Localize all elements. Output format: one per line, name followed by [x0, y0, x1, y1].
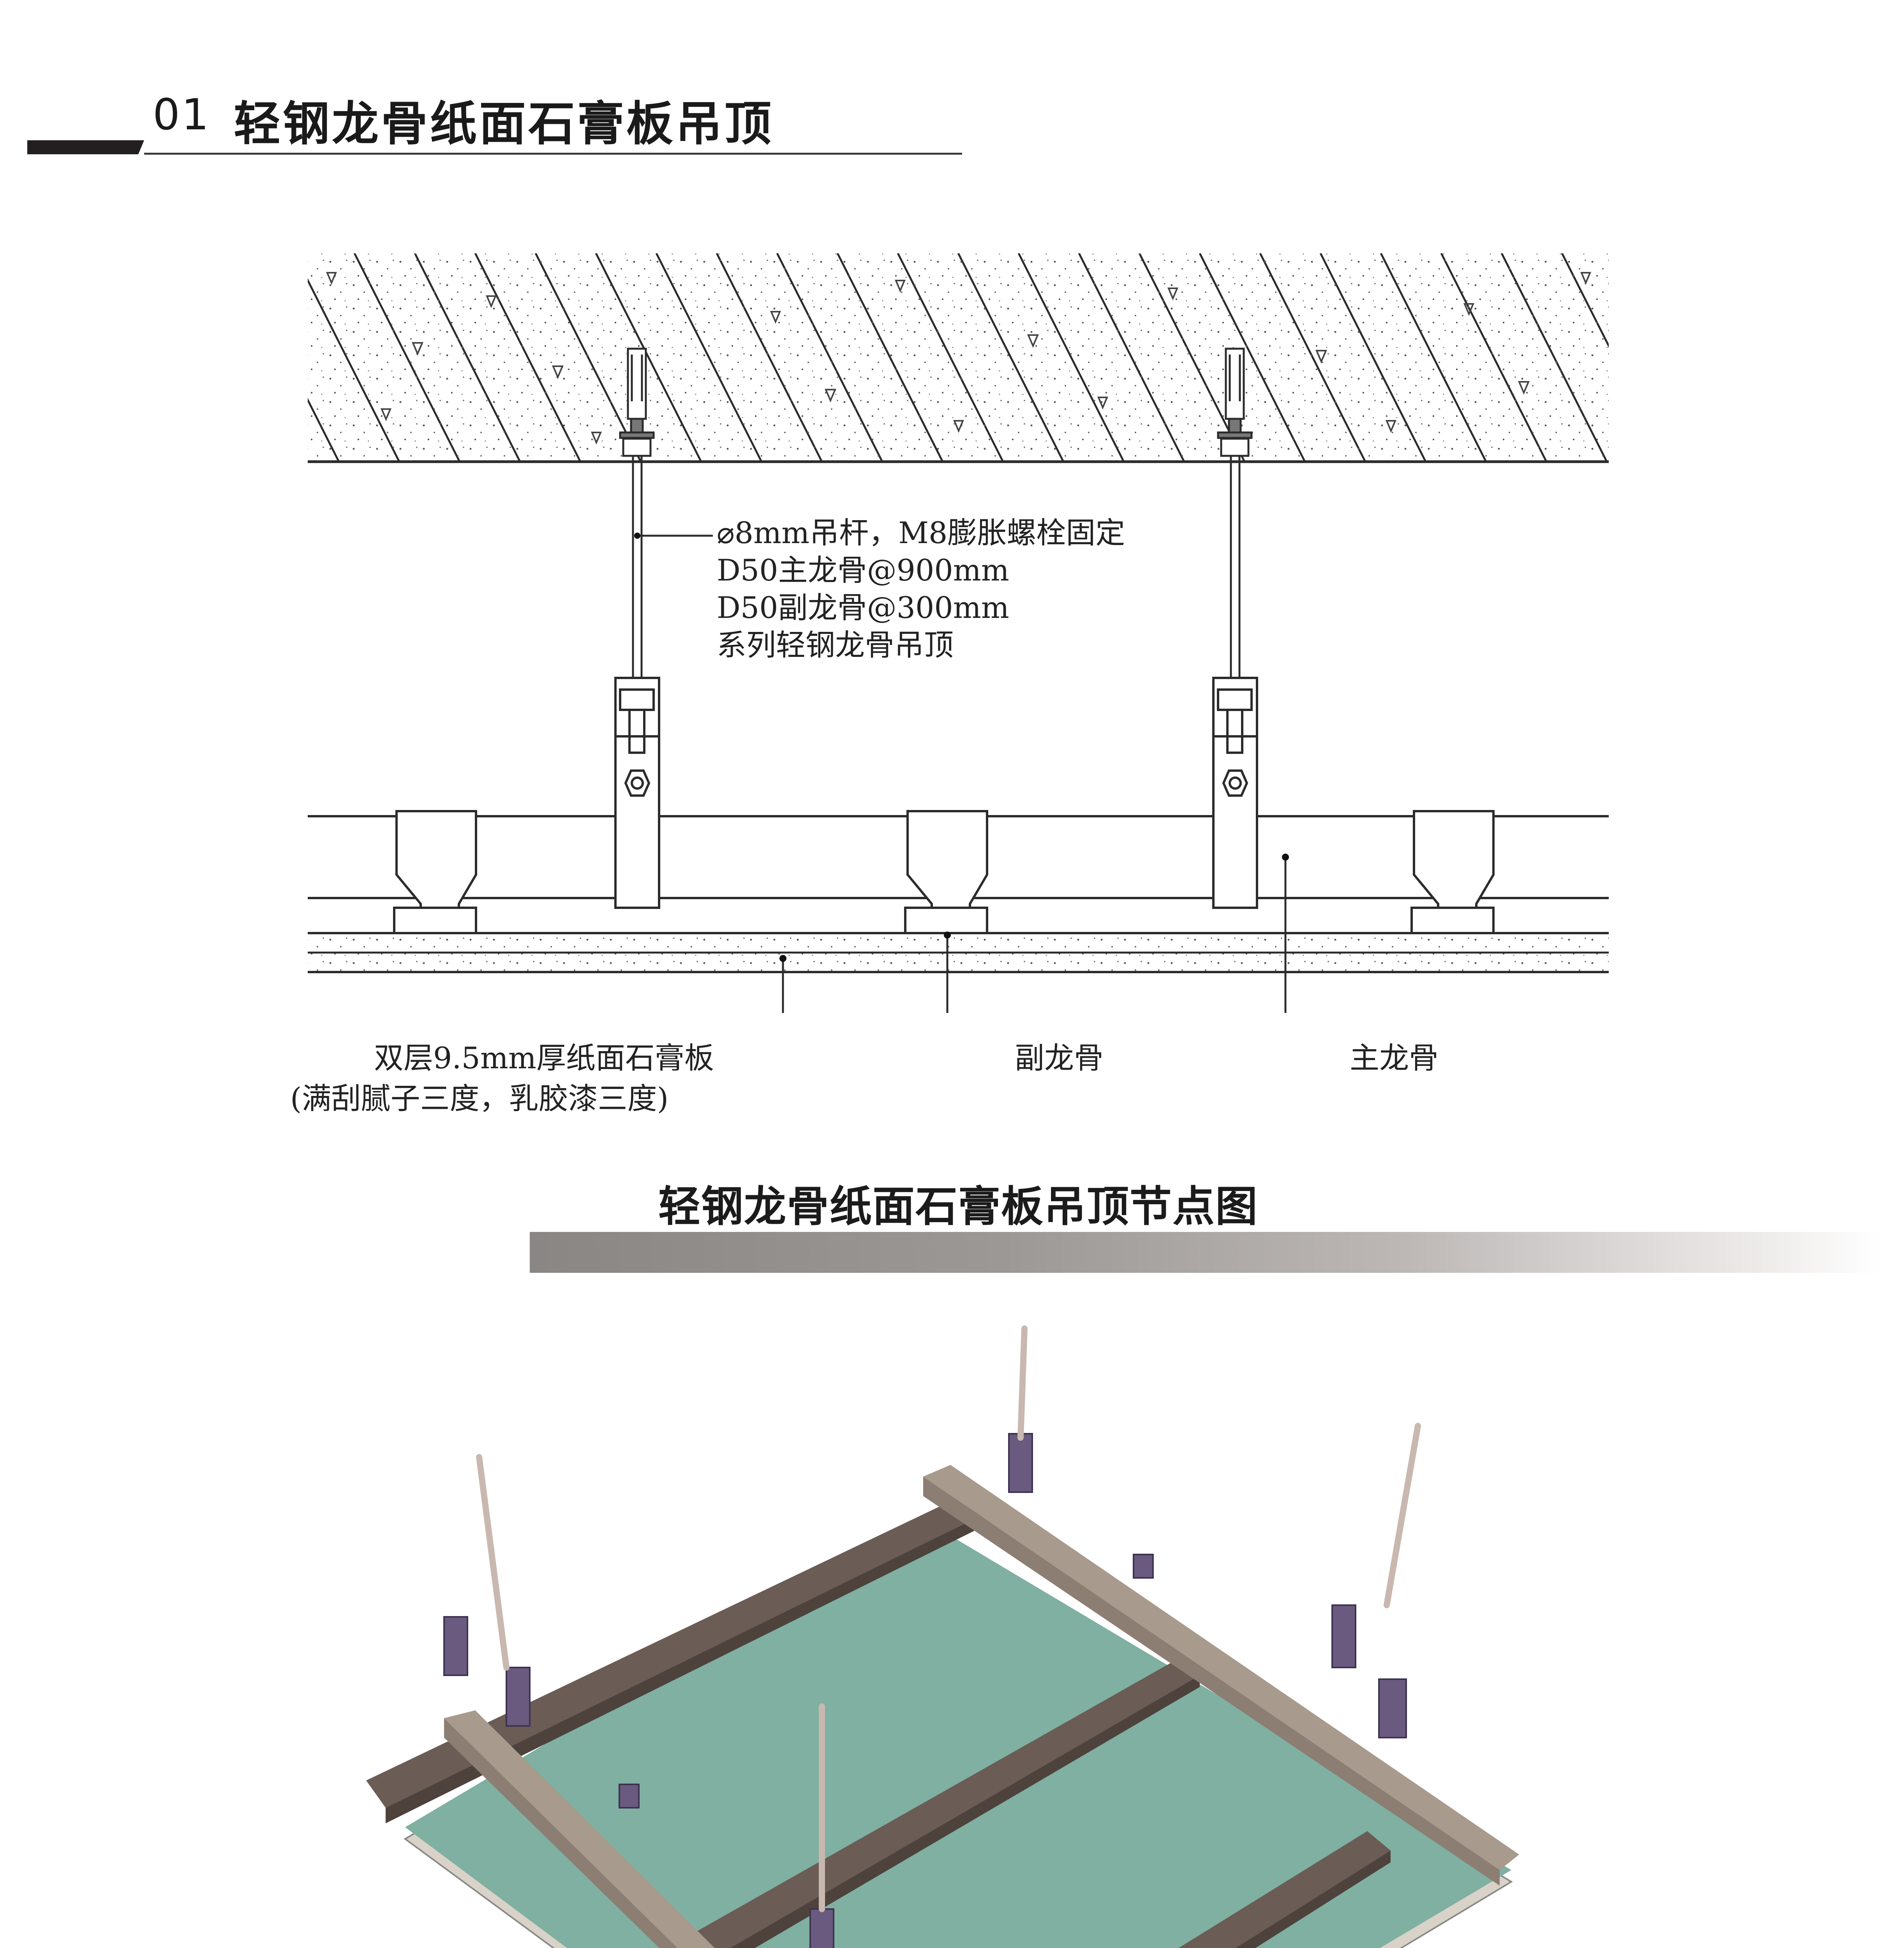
- secondary-keel-middle: [667, 1660, 1200, 1948]
- hanger-note: ⌀8mm吊杆，M8膨胀螺栓固定 D50主龙骨@900mm D50副龙骨@300m…: [717, 514, 1125, 664]
- hanger-clip-4: [1331, 1604, 1356, 1668]
- hanger-clip-5: [1378, 1678, 1407, 1738]
- hanger-clip-6: [809, 1908, 834, 1948]
- gypsum-board: [405, 1519, 1511, 1948]
- section-caption: 轻钢龙骨纸面石膏板吊顶节点图: [658, 1182, 1259, 1231]
- hanger-rod-left: [632, 456, 643, 678]
- board-label: 双层9.5mm厚纸面石膏板: [374, 1041, 714, 1075]
- hanger-note-line-1: ⌀8mm吊杆，M8膨胀螺栓固定: [717, 515, 1125, 550]
- hanger-clip-left: [614, 677, 660, 909]
- secondary-keel-profile-3: [1410, 810, 1495, 934]
- secondary-keel-leader: [946, 935, 948, 1013]
- secondary-keel-profile-2: [904, 810, 988, 934]
- hanger-rod-2: [1017, 1325, 1028, 1441]
- section-detail-drawing: [308, 253, 1609, 1013]
- hanger-note-line-4: 系列轻钢龙骨吊顶: [717, 628, 954, 662]
- main-keel-label: 主龙骨: [1350, 1041, 1439, 1075]
- hanger-rod-3: [1384, 1423, 1421, 1608]
- board-leader: [782, 958, 784, 1013]
- secondary-keel-back: [366, 1488, 997, 1823]
- hanger-rod-1: [476, 1454, 509, 1671]
- connector-clip-2: [1133, 1554, 1154, 1579]
- header-rule: [144, 153, 962, 155]
- page-title: 轻钢龙骨纸面石膏板吊顶: [234, 97, 774, 151]
- board-finish-label: (满刮腻子三度，乳胶漆三度): [290, 1081, 669, 1116]
- hanger-rod-right: [1230, 456, 1241, 678]
- header-accent-bar: [27, 140, 144, 154]
- hanger-clip-1: [443, 1616, 468, 1676]
- main-keel-left: [444, 1710, 715, 1948]
- secondary-keel-front: [1178, 1831, 1391, 1948]
- hanger-clip-right: [1212, 677, 1258, 909]
- concrete-slab: [308, 253, 1609, 462]
- secondary-keel-label: 副龙骨: [1015, 1041, 1104, 1075]
- gypsum-board-double-layer: [308, 932, 1609, 973]
- main-keel-leader: [1284, 857, 1287, 1013]
- section-caption-bar: [530, 1232, 1881, 1273]
- hanger-note-line-2: D50主龙骨@900mm: [717, 553, 1009, 588]
- expansion-anchor-right: [1217, 348, 1253, 457]
- connector-clip-1: [619, 1784, 640, 1809]
- isometric-3d-drawing: [366, 1325, 1519, 1948]
- hanger-note-line-3: D50副龙骨@300mm: [717, 590, 1009, 625]
- section-number: 01: [153, 90, 210, 139]
- secondary-keel-profile-1: [393, 810, 477, 934]
- expansion-anchor-left: [619, 348, 655, 457]
- hanger-clip-3: [1008, 1433, 1033, 1493]
- hanger-clip-2: [506, 1667, 531, 1727]
- main-keel-right: [923, 1465, 1519, 1886]
